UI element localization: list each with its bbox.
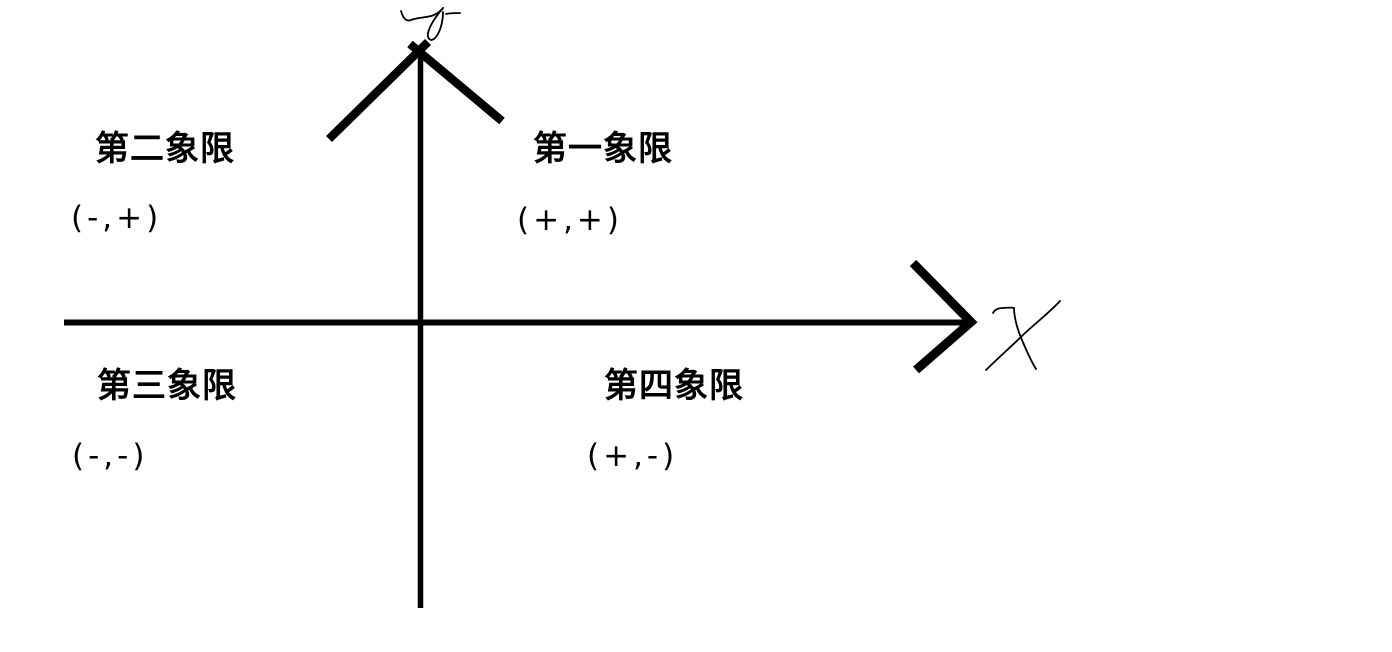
quadrant-3-signs: (-,-)	[72, 438, 149, 474]
quadrant-4-signs: (+,-)	[587, 438, 679, 474]
x-axis-arrowhead-icon	[909, 259, 978, 374]
y-axis-label	[400, 7, 461, 41]
x-axis-label	[985, 300, 1061, 371]
quadrant-1-name: 第一象限	[533, 129, 673, 169]
quadrant-2-name: 第二象限	[95, 129, 235, 169]
quadrant-4-name: 第四象限	[604, 366, 744, 406]
y-axis-arrowhead-icon	[326, 38, 505, 143]
quadrant-2-signs: (-,+)	[71, 200, 163, 236]
quadrant-1-signs: (+,+)	[517, 202, 623, 238]
quadrant-3-name: 第三象限	[97, 366, 237, 406]
